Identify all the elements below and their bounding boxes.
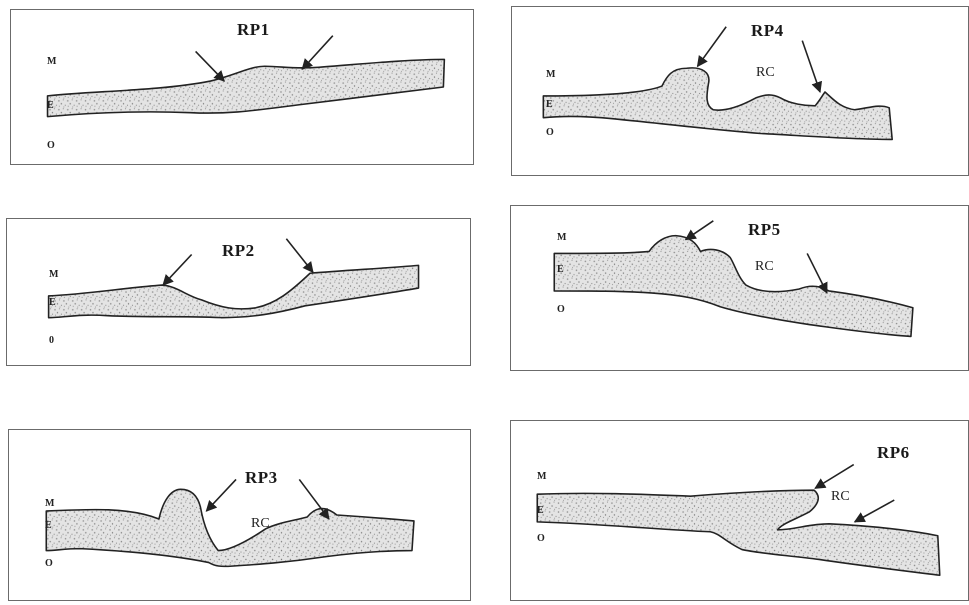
rp6-arrow-left: [815, 465, 854, 489]
rp4-label-m: M: [546, 69, 555, 80]
panel-rp4: RP4 RC M E O: [511, 6, 969, 176]
rp1-arrow-right: [302, 36, 333, 70]
rp1-arrow-left: [196, 51, 225, 81]
rp5-title: RP5: [748, 220, 781, 240]
panel-rp5: RP5 RC M E O: [510, 205, 969, 371]
rp2-arrow-right: [286, 239, 313, 273]
rp5-tissue-diagram: [511, 206, 968, 370]
rp2-label-o: 0: [49, 335, 54, 346]
rp5-label-rc: RC: [755, 259, 774, 275]
rp6-arrow-right: [855, 500, 895, 522]
rp6-label-o: O: [537, 533, 545, 544]
rp4-label-e: E: [546, 99, 553, 110]
rp4-title: RP4: [751, 21, 784, 41]
rp4-label-rc: RC: [756, 65, 775, 81]
rp3-label-e: E: [45, 520, 52, 531]
panel-rp2: RP2 M E 0: [6, 218, 471, 366]
rp2-arrow-left: [163, 255, 192, 286]
rp4-arrow-left: [698, 27, 727, 67]
rp3-tissue-layer: [46, 489, 414, 566]
rp6-label-m: M: [537, 471, 546, 482]
rp6-label-rc: RC: [831, 489, 850, 505]
rp4-tissue-layer: [543, 68, 892, 140]
rp4-tissue-diagram: [512, 7, 968, 175]
rp2-label-e: E: [49, 297, 56, 308]
rp1-tissue-layer: [48, 59, 445, 116]
rp5-arrow-left: [686, 221, 714, 240]
rp1-label-m: M: [47, 56, 56, 67]
rp3-label-rc: RC: [251, 516, 270, 532]
rp6-tissue-layer: [537, 490, 940, 575]
rp6-title: RP6: [877, 443, 910, 463]
rp5-label-o: O: [557, 304, 565, 315]
rp5-label-m: M: [557, 232, 566, 243]
rp1-label-e: E: [47, 100, 54, 111]
rp3-label-o: O: [45, 558, 53, 569]
rp2-tissue-layer: [49, 265, 419, 317]
panel-rp6: RP6 RC M E O: [510, 420, 969, 601]
rp3-title: RP3: [245, 468, 278, 488]
rp1-title: RP1: [237, 20, 270, 40]
rp6-label-e: E: [537, 505, 544, 516]
rp4-arrow-right: [802, 41, 820, 92]
rp3-arrow-left: [206, 479, 236, 511]
rp5-label-e: E: [557, 264, 564, 275]
rp1-label-o: O: [47, 140, 55, 151]
rp3-tissue-diagram: [9, 430, 470, 600]
panel-rp3: RP3 RC M E O: [8, 429, 471, 601]
rp2-title: RP2: [222, 241, 255, 261]
panel-rp1: RP1 M E O: [10, 9, 474, 165]
rp2-label-m: M: [49, 269, 58, 280]
rp5-tissue-layer: [554, 236, 913, 337]
rp3-label-m: M: [45, 498, 54, 509]
rp4-label-o: O: [546, 127, 554, 138]
